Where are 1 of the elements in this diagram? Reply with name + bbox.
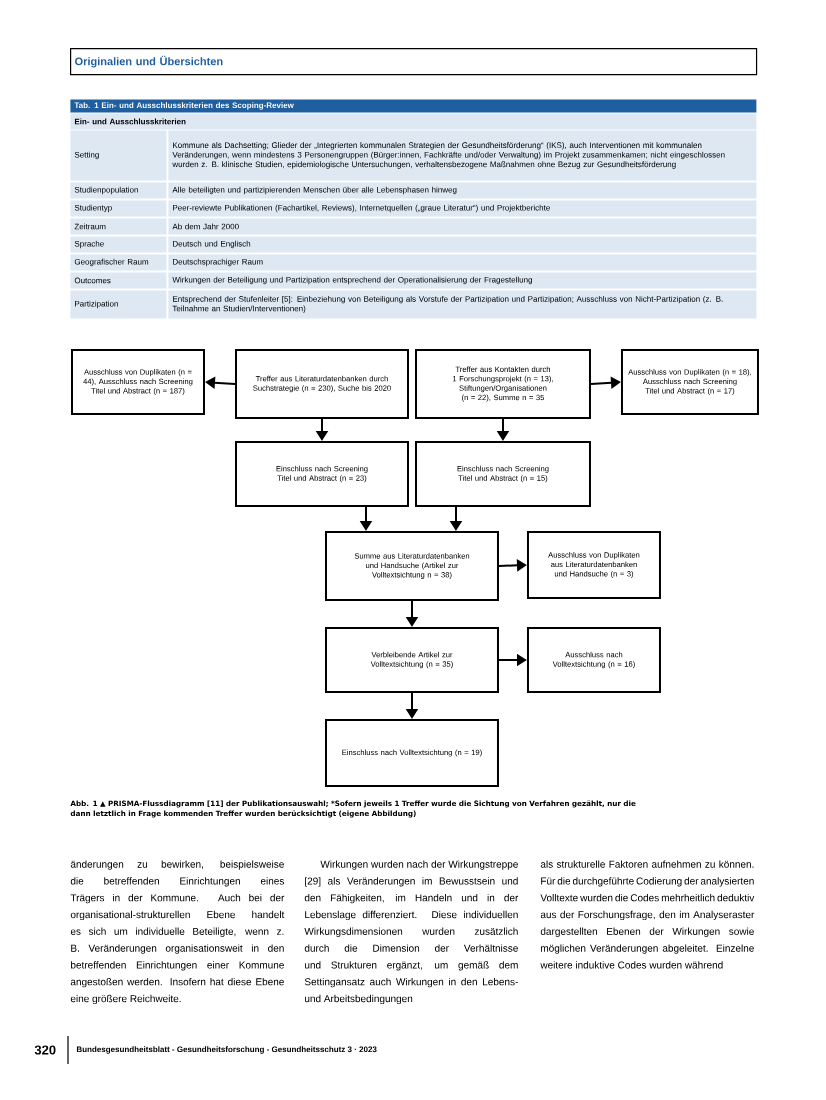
arrow	[590, 376, 621, 389]
